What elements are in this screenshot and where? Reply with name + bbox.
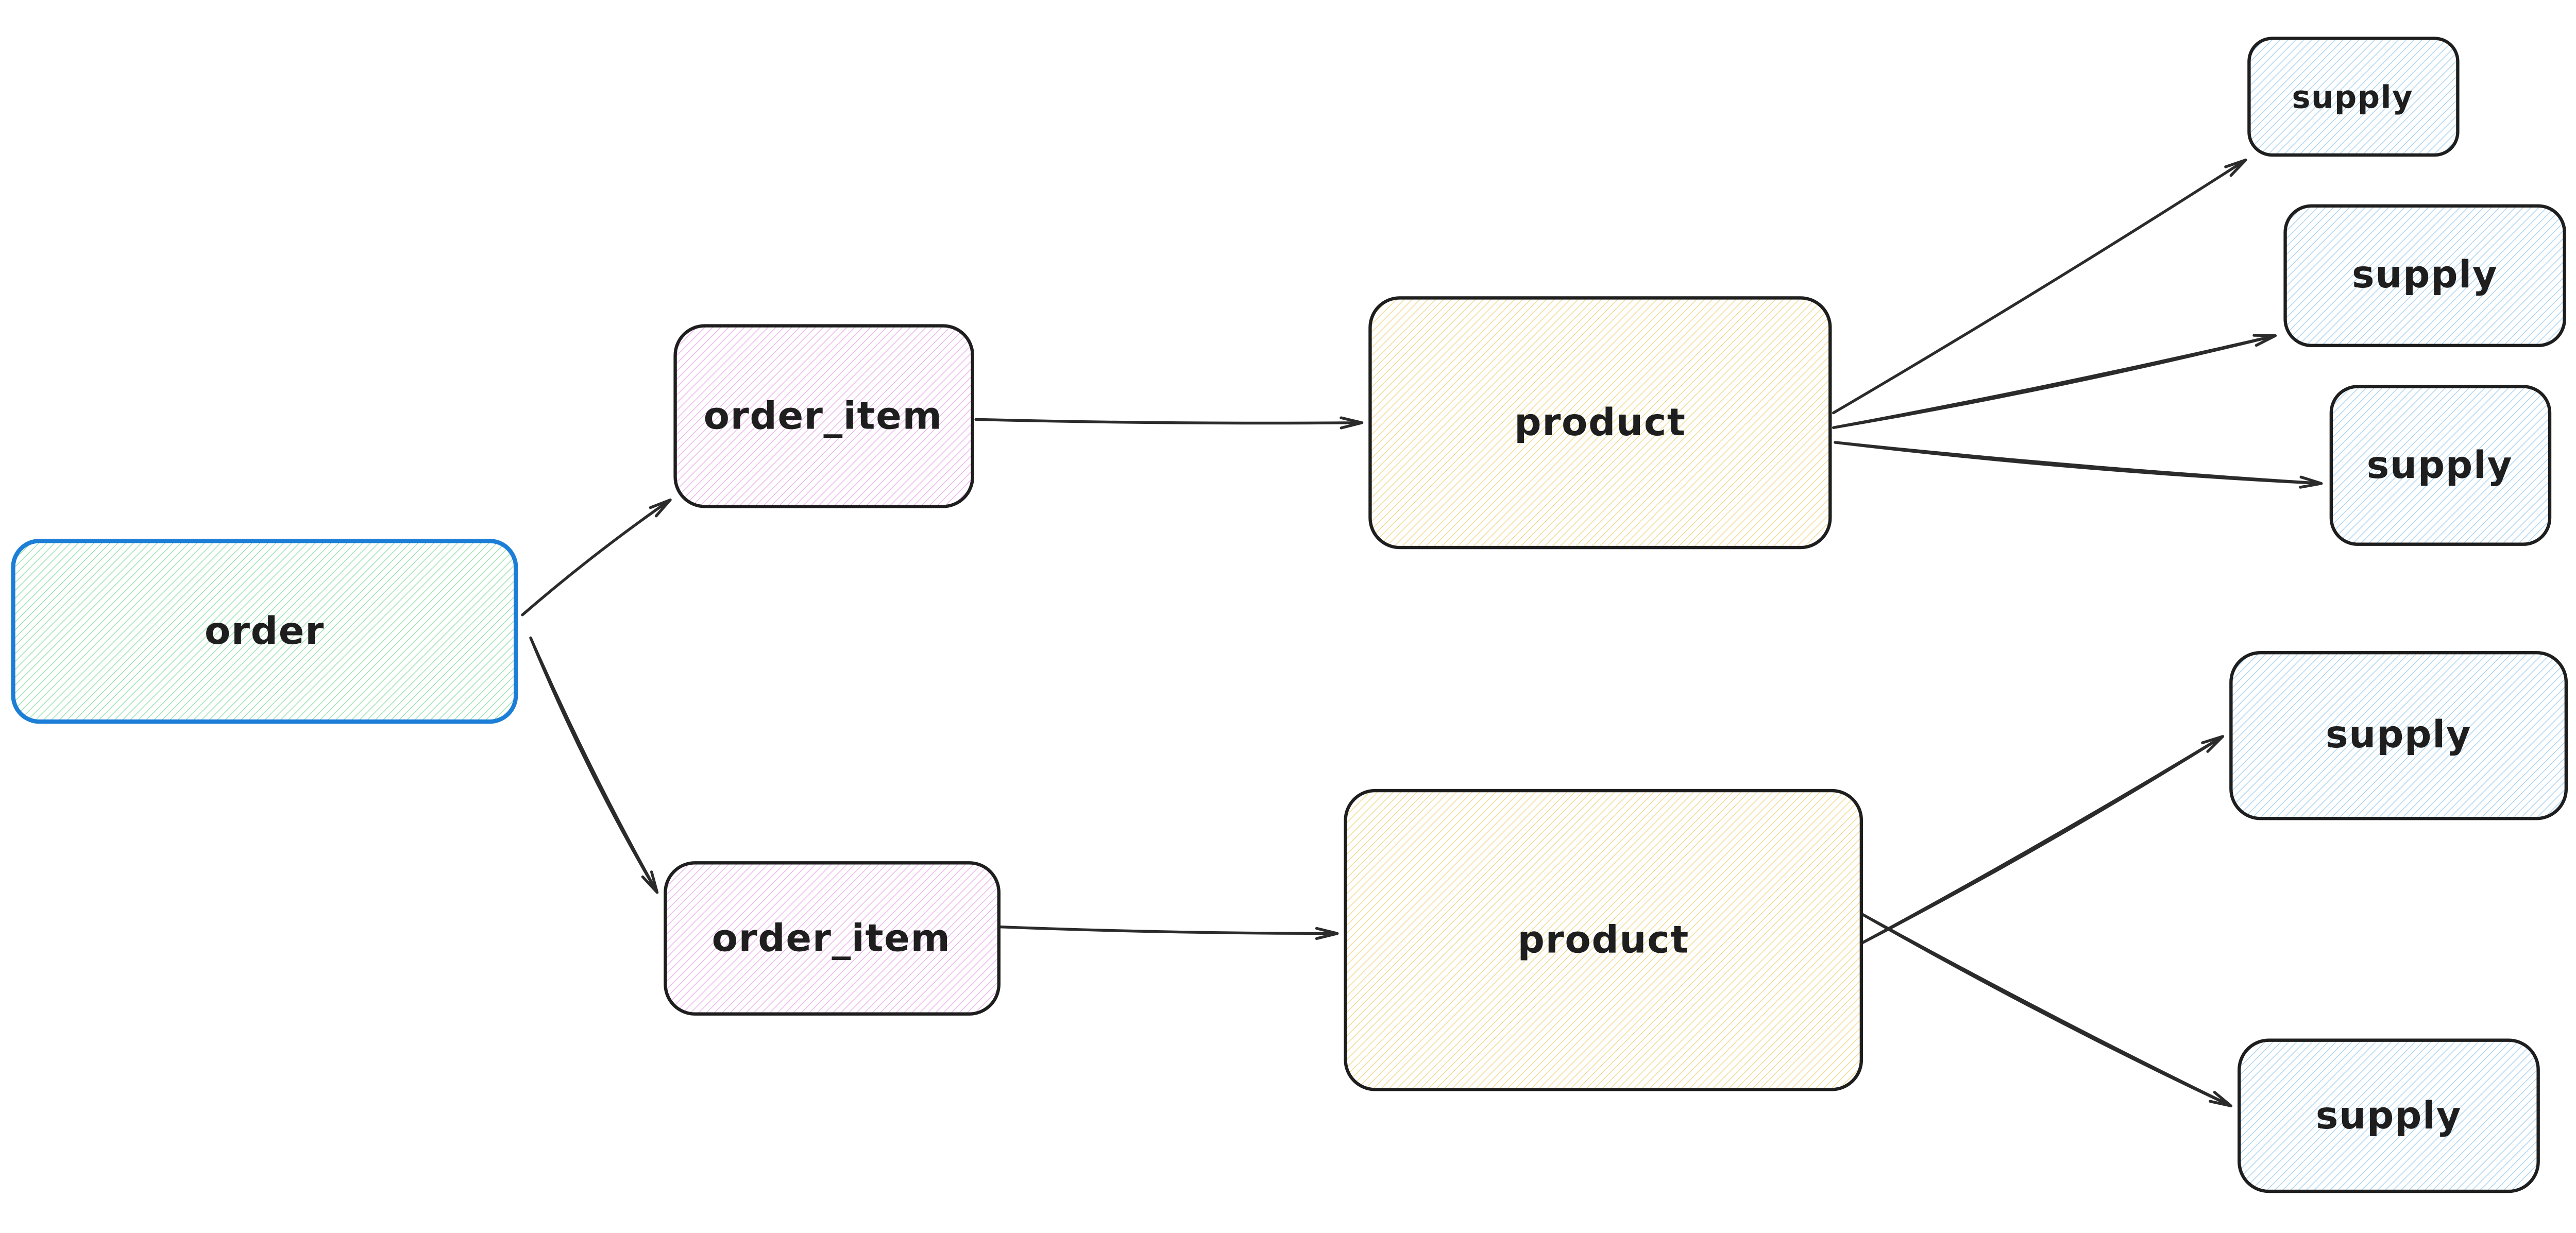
node-supply-2-box[interactable] <box>2283 204 2566 348</box>
arrow-product-1-to-supply-1[interactable] <box>1832 158 2247 415</box>
nodes-layer: order order_item order_item product prod… <box>11 37 2568 1193</box>
node-product-2-label: product <box>1518 918 1689 962</box>
node-supply-3[interactable]: supply <box>2329 385 2552 546</box>
node-product-1[interactable]: product <box>1368 296 1832 550</box>
node-product-1-label: product <box>1514 401 1686 444</box>
node-supply-2-label: supply <box>2352 253 2498 297</box>
node-order-item-2[interactable]: order_item <box>664 861 1001 1016</box>
node-order-item-1-label: order_item <box>704 394 943 438</box>
node-order-label: order <box>205 609 325 653</box>
node-order-item-1[interactable]: order_item <box>673 324 974 508</box>
arrow-product-1-to-supply-3[interactable] <box>1834 441 2323 489</box>
node-supply-1-label: supply <box>2292 79 2413 115</box>
node-product-2[interactable]: product <box>1344 789 1863 1091</box>
node-order-item-2-label: order_item <box>712 917 951 961</box>
node-supply-2[interactable]: supply <box>2283 204 2566 348</box>
node-supply-1[interactable]: supply <box>2247 37 2460 157</box>
node-product-1-box[interactable] <box>1368 296 1832 550</box>
node-supply-5-box[interactable] <box>2238 1038 2540 1193</box>
node-supply-4-label: supply <box>2326 713 2471 757</box>
node-supply-4[interactable]: supply <box>2229 650 2568 820</box>
node-order[interactable]: order <box>11 539 518 724</box>
arrow-product-1-to-supply-2[interactable] <box>1832 334 2277 430</box>
arrow-order-to-order-item-1[interactable] <box>521 498 672 616</box>
node-supply-5[interactable]: supply <box>2238 1038 2540 1193</box>
node-supply-4-box[interactable] <box>2229 650 2568 820</box>
node-supply-3-label: supply <box>2367 443 2513 487</box>
arrow-order-item-2-to-product-2[interactable] <box>999 925 1339 940</box>
node-supply-3-box[interactable] <box>2329 385 2552 546</box>
node-order-item-1-box[interactable] <box>673 324 974 508</box>
node-supply-5-label: supply <box>2316 1094 2462 1138</box>
arrow-product-2-to-supply-5[interactable] <box>1860 912 2233 1107</box>
node-product-2-box[interactable] <box>1344 789 1863 1091</box>
node-order-item-2-box[interactable] <box>664 861 1001 1016</box>
node-supply-1-box[interactable] <box>2247 37 2460 157</box>
arrow-order-item-1-to-product-1[interactable] <box>974 416 1364 430</box>
edges-layer <box>521 158 2323 1107</box>
arrow-product-2-to-supply-4[interactable] <box>1860 735 2225 945</box>
node-order-box[interactable] <box>11 539 518 724</box>
arrow-order-to-order-item-2[interactable] <box>529 636 659 894</box>
